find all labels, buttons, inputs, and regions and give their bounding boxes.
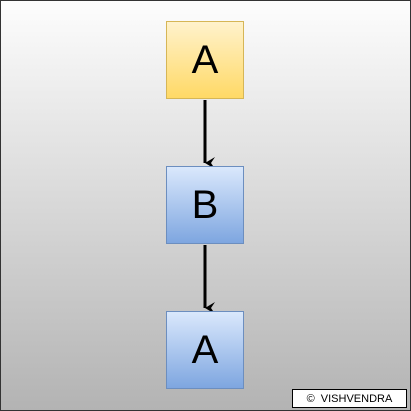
node-a-top-label: A: [191, 37, 219, 82]
node-a-bottom[interactable]: A: [166, 311, 244, 389]
node-a-bottom-label: A: [191, 327, 219, 372]
node-b[interactable]: B: [166, 166, 244, 244]
node-b-label: B: [191, 182, 219, 227]
watermark-text: VISHVENDRA: [320, 392, 393, 405]
copyright-watermark: © VISHVENDRA: [292, 389, 407, 408]
copyright-icon: ©: [306, 392, 315, 405]
node-a-top[interactable]: A: [166, 21, 244, 99]
